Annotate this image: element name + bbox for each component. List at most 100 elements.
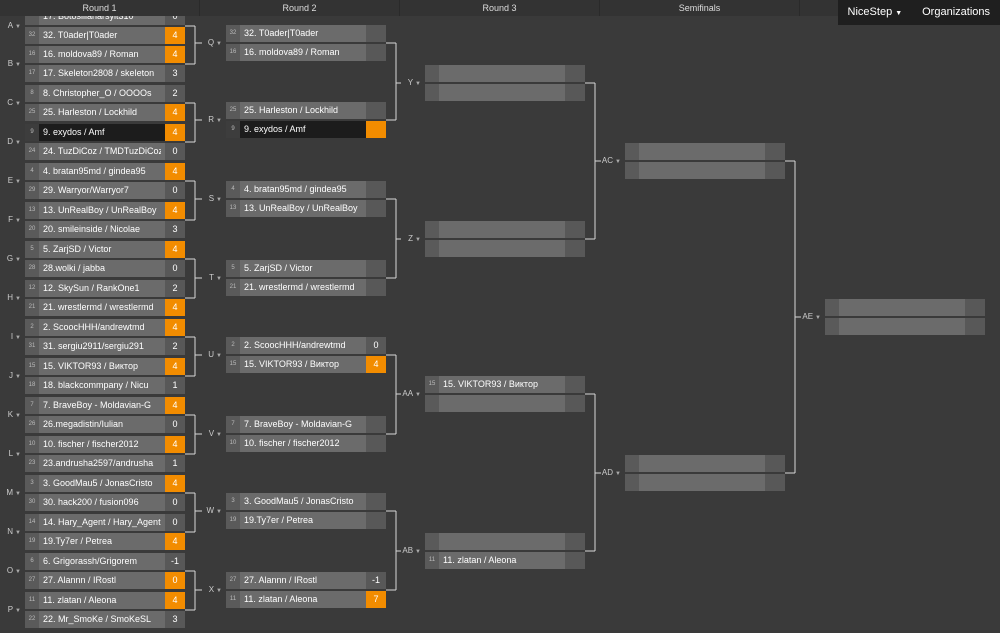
match-label[interactable]: J▼	[0, 371, 21, 382]
match-label[interactable]: L▼	[0, 449, 21, 460]
organizations-link[interactable]: Organizations	[922, 6, 990, 18]
participant-row[interactable]	[425, 84, 585, 101]
match-label[interactable]: F▼	[0, 215, 21, 226]
user-menu[interactable]: NiceStep▼	[838, 0, 913, 25]
match-label[interactable]: D▼	[0, 137, 21, 148]
match-label[interactable]: H▼	[0, 293, 21, 304]
match-label[interactable]: O▼	[0, 566, 21, 577]
match-label[interactable]: AB▼	[399, 546, 421, 557]
match-label[interactable]: I▼	[0, 332, 21, 343]
match-label[interactable]: T▼	[200, 273, 222, 284]
match-label[interactable]: G▼	[0, 254, 21, 265]
match-label[interactable]: N▼	[0, 527, 21, 538]
match-label[interactable]: E▼	[0, 176, 21, 187]
match-label[interactable]: W▼	[200, 506, 222, 517]
match-y[interactable]	[425, 65, 585, 103]
match-z[interactable]	[425, 221, 585, 259]
match-label[interactable]: Z▼	[399, 234, 421, 245]
match-label[interactable]: R▼	[200, 115, 222, 126]
participant-row[interactable]	[425, 240, 585, 257]
match-label[interactable]: M▼	[0, 488, 21, 499]
participant-row[interactable]	[825, 318, 985, 335]
participant-row[interactable]	[825, 299, 985, 316]
participant-row[interactable]	[625, 143, 785, 160]
match-ad[interactable]	[625, 455, 785, 493]
match-label[interactable]: AC▼	[599, 156, 621, 167]
participant-row[interactable]	[625, 474, 785, 491]
participant-row[interactable]	[425, 533, 585, 550]
match-label[interactable]: Q▼	[200, 38, 222, 49]
match-label[interactable]: S▼	[200, 194, 222, 205]
participant-row[interactable]	[425, 395, 585, 412]
participant-row[interactable]	[425, 221, 585, 238]
match-label[interactable]: A▼	[0, 21, 21, 32]
participant-row[interactable]	[625, 455, 785, 472]
match-ae[interactable]	[825, 299, 985, 337]
match-label[interactable]: Y▼	[399, 78, 421, 89]
match-label[interactable]: C▼	[0, 98, 21, 109]
match-label[interactable]: P▼	[0, 605, 21, 616]
match-label[interactable]: K▼	[0, 410, 21, 421]
